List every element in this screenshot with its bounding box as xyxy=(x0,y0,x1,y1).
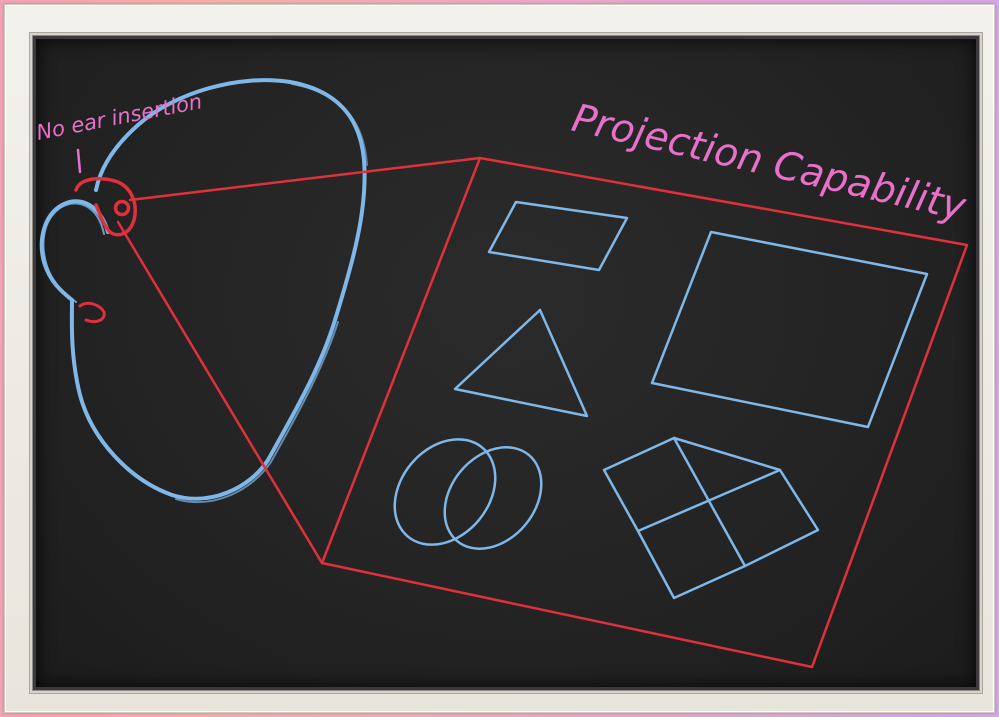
projection-beam xyxy=(118,158,480,563)
large-rectangle-icon xyxy=(652,232,927,427)
head-outline xyxy=(42,80,367,502)
ear-marker xyxy=(76,179,135,235)
mouth-mark xyxy=(80,303,104,321)
four-square-grid-icon xyxy=(604,438,818,598)
small-rectangle-icon xyxy=(489,202,627,270)
projection-surface xyxy=(322,158,967,667)
two-overlapping-ellipses-icon xyxy=(374,419,561,568)
triangle-icon xyxy=(455,310,587,416)
label-pointer xyxy=(78,150,80,172)
annotation-no-ear-insertion: No ear insertion xyxy=(34,89,204,145)
